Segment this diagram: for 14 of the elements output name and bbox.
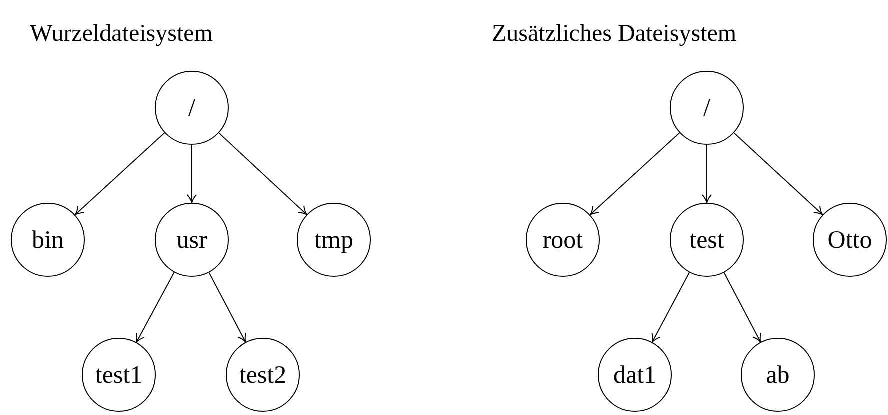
- directory-name: ab: [766, 362, 790, 388]
- tree-heading: Zusätzliches Dateisystem: [492, 20, 737, 49]
- directory-name: dat1: [613, 362, 657, 388]
- directory-name: tmp: [314, 228, 354, 252]
- tree-heading: Wurzeldateisystem: [30, 20, 213, 49]
- directory-name: /: [188, 96, 196, 120]
- directory-name: bin: [32, 228, 64, 252]
- directory-name: /: [704, 96, 710, 120]
- directory-name: usr: [176, 228, 208, 252]
- directory-name: test1: [95, 362, 143, 388]
- directory-name: test: [690, 228, 724, 252]
- directory-name: Otto: [828, 228, 872, 252]
- directory-name: root: [542, 228, 584, 252]
- directory-name: test2: [239, 362, 287, 388]
